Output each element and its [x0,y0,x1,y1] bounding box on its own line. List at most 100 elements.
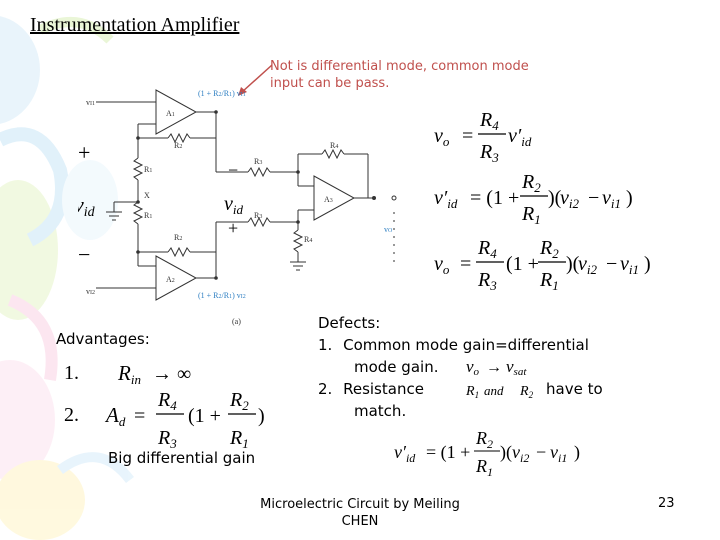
svg-text:R4: R4 [477,237,497,261]
svg-text:=: = [460,253,471,275]
page-number: 23 [658,496,675,511]
svg-text:)(: )( [500,442,512,463]
defect-item-2-tail: have to [546,380,603,398]
defect-item-2-text: Resistance [343,380,424,398]
svg-text:=: = [134,405,145,427]
svg-text:): ) [258,405,265,427]
defect-item-1-continued: mode gain. vo → vsat [318,356,668,378]
svg-text:−: − [228,160,238,180]
svg-text:A1: A1 [166,109,175,118]
svg-text:vid: vid [224,193,244,217]
svg-text:→: → [486,359,502,376]
gain-equations: vo = R4 R3 v′id v′id = (1 + R2 R1 )( vi2… [434,109,651,293]
svg-text:vi2: vi2 [512,442,529,465]
svg-text:)(: )( [548,187,562,209]
svg-text:R4: R4 [304,235,312,244]
svg-text:): ) [626,187,633,209]
big-differential-gain-label: Big differential gain [108,449,256,467]
svg-text:R3: R3 [479,141,499,165]
svg-text:−: − [78,242,90,267]
advantages-label: Advantages: [56,330,150,348]
advantage-formulas: Rin → ∞ Ad = R4 R3 (1 + R2 R1 ) [104,361,265,451]
defect-item-2-number: 2. [318,380,333,398]
svg-text:A2: A2 [166,275,175,284]
svg-text:Rin: Rin [117,361,141,387]
svg-text:R1: R1 [521,203,541,227]
svg-text:R1: R1 [229,427,249,451]
svg-text:vsat: vsat [506,357,527,378]
svg-text:v′id: v′id [434,187,458,211]
svg-text:+: + [78,140,90,165]
svg-text:v′id: v′id [508,125,532,149]
svg-text:vi1: vi1 [550,442,567,465]
svg-text:= (1 +: = (1 + [470,187,519,209]
svg-text:): ) [574,442,580,463]
svg-text:R1: R1 [144,165,152,174]
svg-text:vi2: vi2 [560,187,580,211]
svg-text:R3: R3 [477,269,497,293]
svg-text:v′id: v′id [394,442,416,465]
defect-item-2-continued: match. [318,400,668,422]
svg-text:vI2: vI2 [86,287,95,296]
svg-text:R1: R1 [144,211,152,220]
defect-item-1-cont: mode gain. [354,358,439,376]
svg-text:−: − [588,187,599,209]
note-arrow-icon [238,64,273,96]
svg-text:(1 +: (1 + [506,253,539,275]
svg-text:R3: R3 [254,157,262,166]
svg-text:R1: R1 [475,456,493,479]
svg-text:vo: vo [434,125,450,149]
defect-item-1-number: 1. [318,336,333,354]
svg-text:R2: R2 [174,233,182,242]
svg-text:vI1: vI1 [86,98,95,107]
svg-text:= (1 +: = (1 + [426,442,470,463]
defect-item-1: 1. Common mode gain=differential [318,334,668,356]
svg-text:R2: R2 [174,141,182,150]
svg-text:R4: R4 [330,141,338,150]
svg-text:(1 +: (1 + [188,405,221,427]
svg-text:)(: )( [566,253,580,275]
svg-text:vi1: vi1 [620,253,639,277]
defects-title: Defects: [318,314,381,332]
svg-text:R4: R4 [157,389,177,413]
footer-credit: Microelectric Circuit by Meiling CHEN [260,497,460,529]
svg-text:R2: R2 [521,171,541,195]
svg-text:(a): (a) [232,317,241,326]
svg-text:Ad: Ad [104,403,126,429]
advantage-number-1: 1. [64,362,79,384]
svg-text:→ ∞: → ∞ [152,363,191,385]
svg-text:R3: R3 [157,427,177,451]
svg-text:vid: vid [78,192,96,220]
annotation-note: Not is differential mode, common mode in… [270,59,529,91]
svg-text:R2: R2 [519,384,534,400]
svg-text:(1 + R2/R1) vI1: (1 + R2/R1) vI1 [198,89,246,98]
defects-block: Defects: 1. Common mode gain=differentia… [318,312,668,422]
advantage-number-2: 2. [64,404,79,426]
svg-text:R1: R1 [465,384,479,400]
svg-text:R3: R3 [254,211,262,220]
svg-text:and: and [484,383,504,398]
svg-text:vO: vO [384,225,393,234]
svg-text:X: X [144,191,150,200]
svg-text:vo: vo [466,357,480,378]
vid-prime-equation: v′id = (1 + R2 R1 )( vi2 − vi1 ) [394,428,580,479]
svg-text:R4: R4 [479,109,499,133]
svg-text:vi2: vi2 [578,253,598,277]
svg-text:R1: R1 [539,269,559,293]
vo-to-vsat-formula: vo → vsat [466,357,527,378]
slide-title: Instrumentation Amplifier [30,14,240,36]
svg-text:(1 + R2/R1) vI2: (1 + R2/R1) vI2 [198,291,246,300]
svg-text:R2: R2 [229,389,249,413]
svg-text:R2: R2 [539,237,559,261]
svg-text:): ) [644,253,651,275]
svg-text:−: − [606,253,617,275]
svg-text:A3: A3 [324,195,333,204]
defect-item-2-cont: match. [354,402,407,420]
svg-text:vi1: vi1 [602,187,621,211]
svg-text:vo: vo [434,253,450,277]
circuit-diagram: vI1 vI2 A1 A2 A3 R2 R2 R1 R1 X R3 R3 R4 … [78,89,397,326]
r1-and-r2-formula: R1 and R2 [465,383,534,400]
defect-item-1-text: Common mode gain=differential [343,336,589,354]
